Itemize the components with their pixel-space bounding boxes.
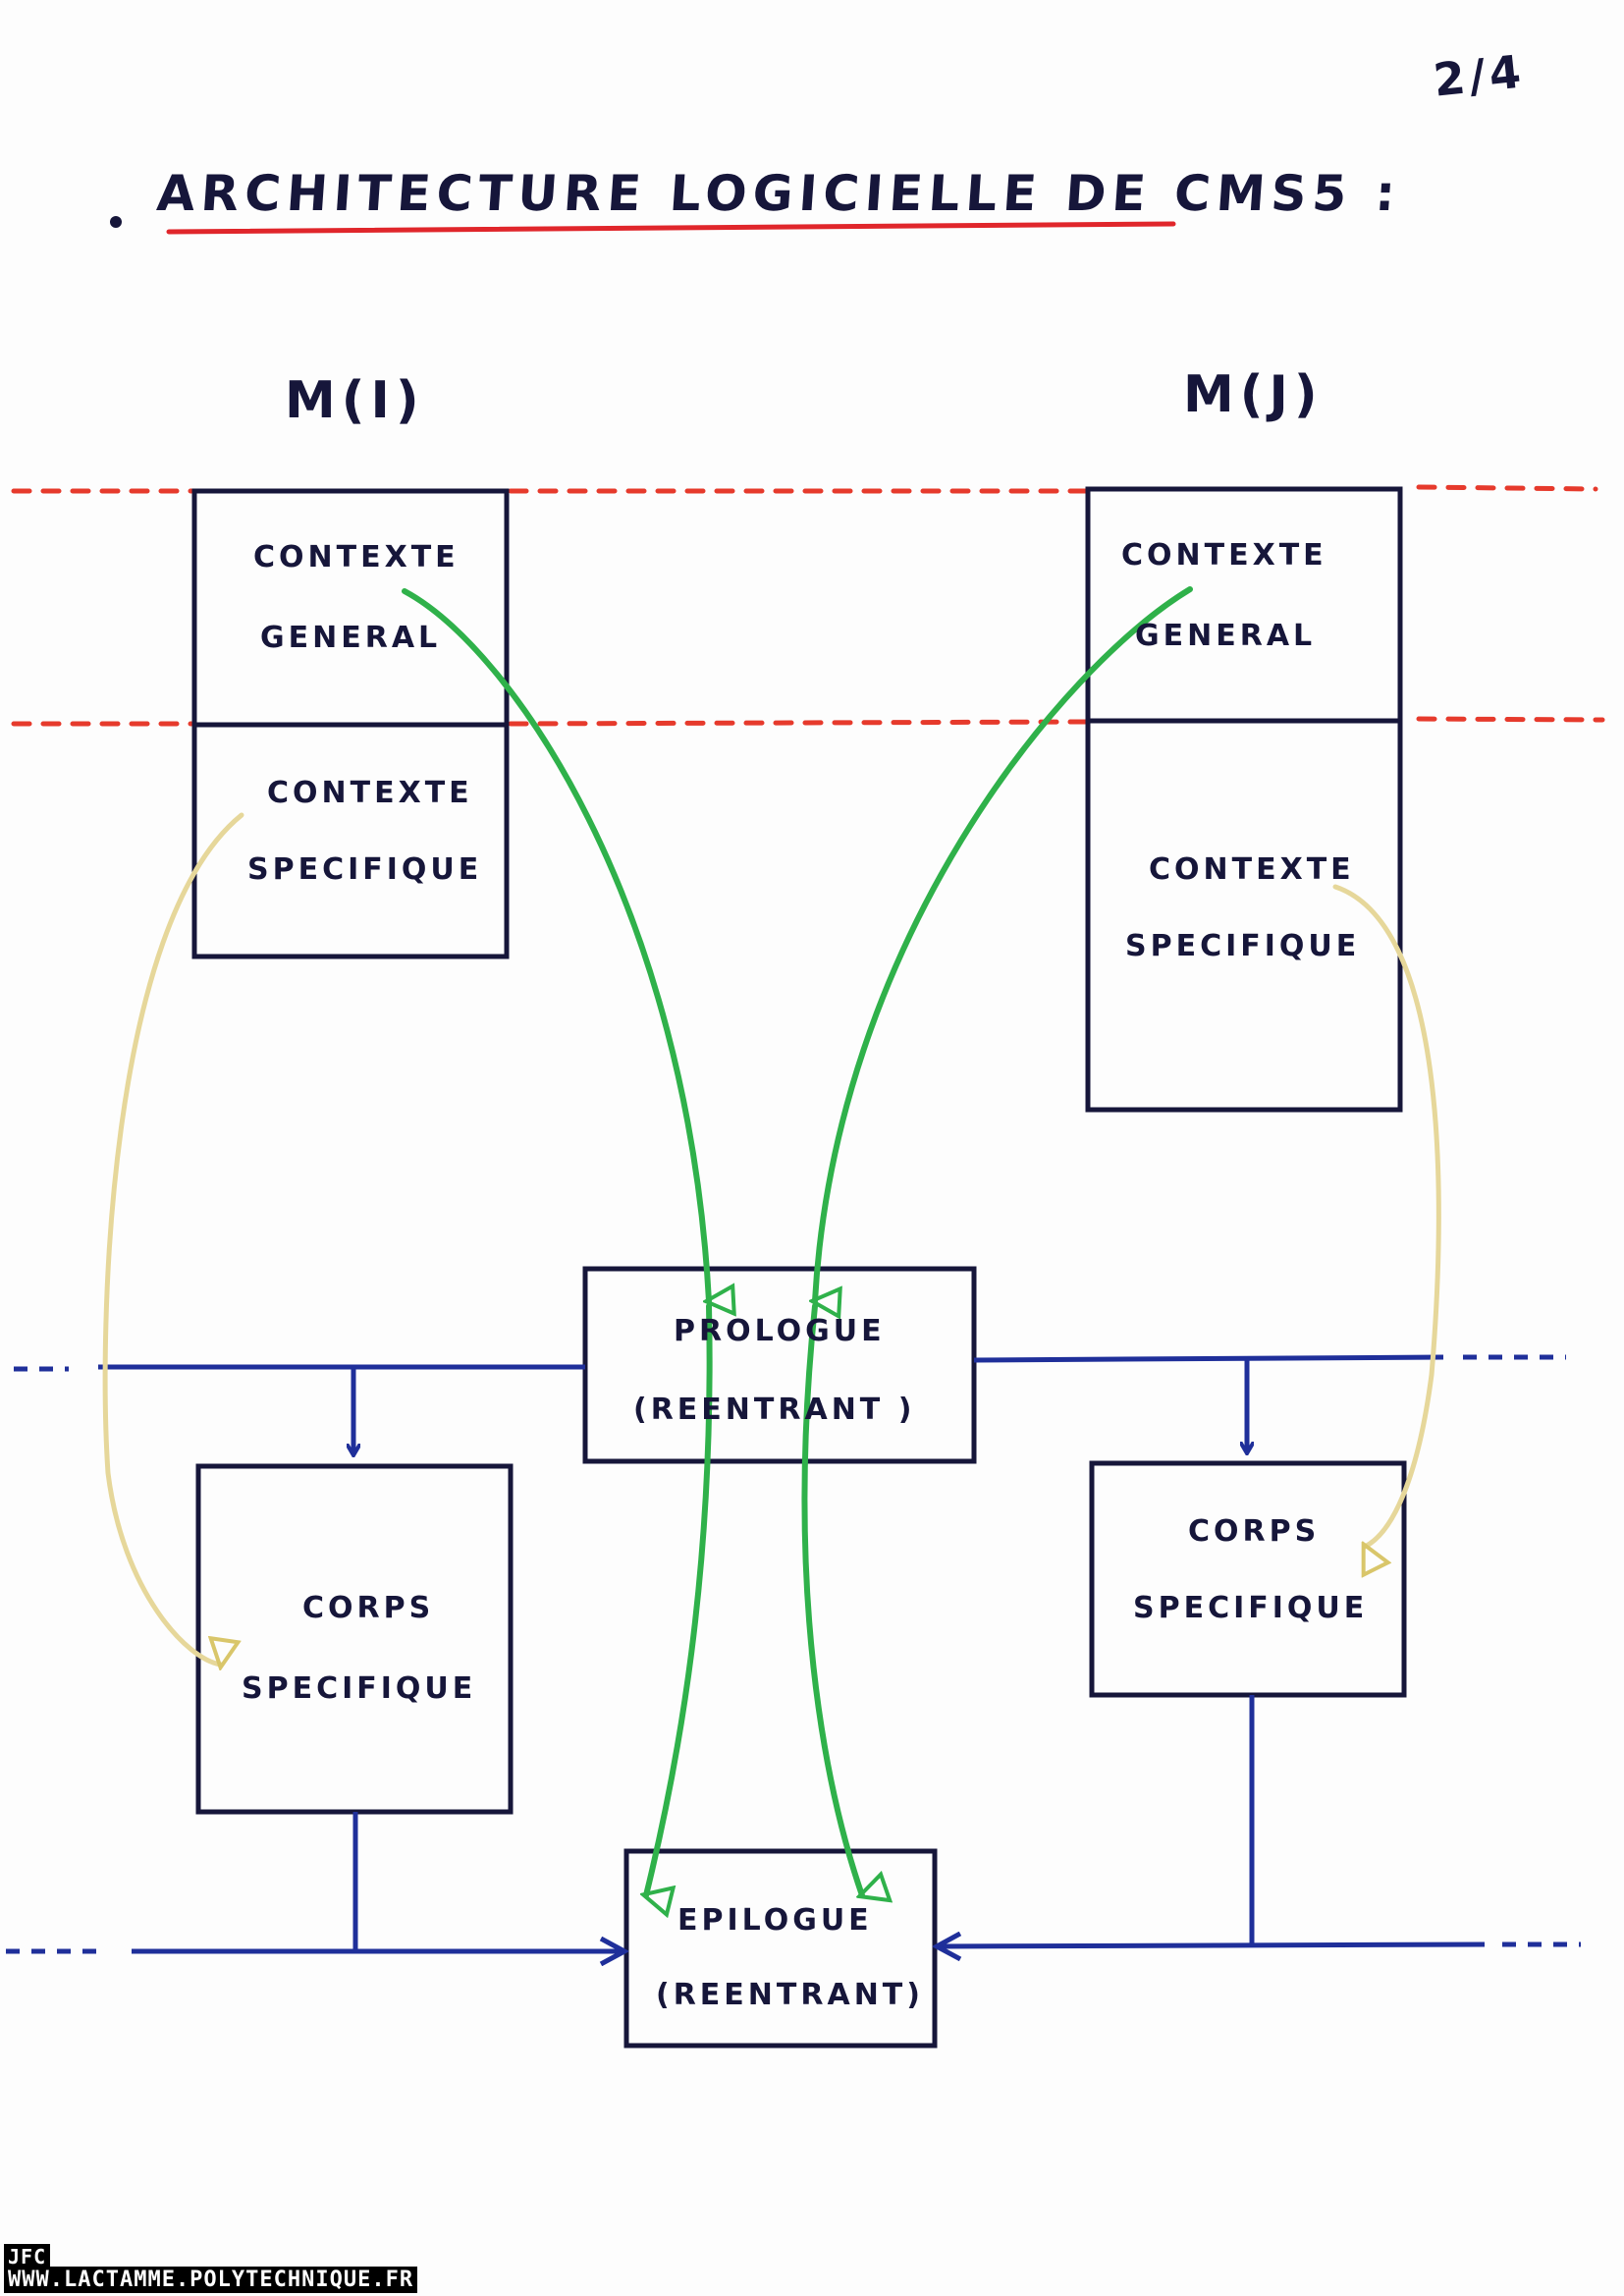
footer-initials: JFC bbox=[4, 2244, 51, 2269]
epilogue-reentrant-label: (REENTRANT) bbox=[656, 1978, 924, 2012]
page-number: 2/4 bbox=[1431, 44, 1528, 107]
epilogue-box bbox=[623, 1848, 938, 2049]
left-corps-box bbox=[195, 1463, 514, 1815]
right-contexte-general-line1: CONTEXTE bbox=[1121, 538, 1327, 573]
machine-label-right: M(J) bbox=[1183, 365, 1324, 424]
general-context-arrows bbox=[402, 586, 1193, 1895]
left-context-box bbox=[191, 488, 510, 959]
prologue-box bbox=[582, 1266, 977, 1464]
left-contexte-general-line2: GENERAL bbox=[260, 621, 442, 655]
title-underline bbox=[166, 221, 1176, 235]
right-context-box bbox=[1085, 486, 1403, 1113]
prologue-flow-line bbox=[14, 1354, 1566, 1453]
right-corps-box bbox=[1089, 1460, 1407, 1698]
left-corps-specifique-line2: SPECIFIQUE bbox=[242, 1671, 477, 1706]
prologue-reentrant-label: (REENTRANT ) bbox=[633, 1393, 916, 1427]
footer-url: WWW.LACTAMME.POLYTECHNIQUE.FR bbox=[4, 2267, 418, 2293]
machine-label-left: M(I) bbox=[285, 371, 425, 430]
page-title: ARCHITECTURE LOGICIELLE DE CMS5 : bbox=[154, 165, 1403, 222]
left-contexte-specifique-line1: CONTEXTE bbox=[267, 776, 473, 810]
epilogue-flow-line bbox=[6, 1695, 1581, 1951]
right-contexte-specifique-line2: SPECIFIQUE bbox=[1125, 929, 1361, 963]
right-corps-specifique-line2: SPECIFIQUE bbox=[1133, 1591, 1369, 1625]
epilogue-label: EPILOGUE bbox=[677, 1903, 873, 1938]
left-contexte-specifique-line2: SPECIFIQUE bbox=[247, 852, 483, 887]
right-contexte-specifique-line1: CONTEXTE bbox=[1149, 852, 1355, 887]
right-contexte-general-line2: GENERAL bbox=[1135, 619, 1317, 653]
general-context-boundary-bottom bbox=[11, 716, 1605, 727]
left-contexte-general-line1: CONTEXTE bbox=[253, 540, 460, 574]
specific-context-arrows bbox=[102, 812, 1441, 1665]
title-bullet-dot bbox=[110, 216, 122, 228]
general-context-boundary-top bbox=[11, 484, 1598, 494]
right-corps-specifique-line1: CORPS bbox=[1188, 1514, 1321, 1549]
left-corps-specifique-line1: CORPS bbox=[302, 1591, 435, 1625]
prologue-label: PROLOGUE bbox=[674, 1314, 886, 1348]
